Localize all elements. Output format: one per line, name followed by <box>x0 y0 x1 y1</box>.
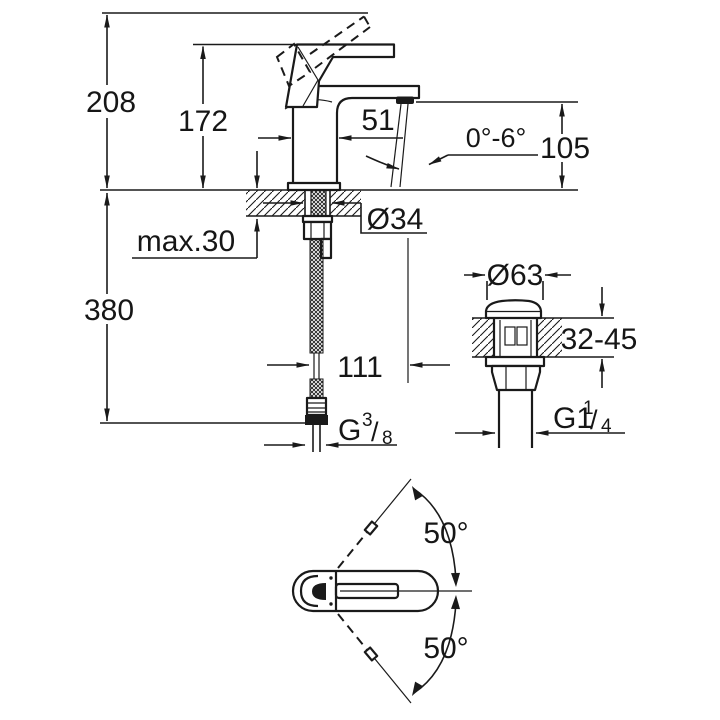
dimension-shank-diameter: Ø34 <box>263 200 427 236</box>
dim-stream-angle-label: 0°-6° <box>466 123 527 153</box>
waste-nut <box>490 364 542 392</box>
waste-thread-slash: / <box>590 405 598 435</box>
waste-thread-numerator: 1 <box>583 398 594 419</box>
waste-flange <box>484 355 546 368</box>
water-stream <box>390 103 409 188</box>
dimension-hose-length: 380 <box>84 192 134 422</box>
dim-deck-range-label: 32-45 <box>561 323 638 356</box>
swivel-position-upper <box>337 478 412 569</box>
supply-thread-prefix: G <box>338 414 361 447</box>
dim-cap-diameter-label: Ø63 <box>487 259 544 292</box>
lever-handle-raised-dashed <box>275 15 371 88</box>
waste-thread-prefix: G1 <box>553 402 593 435</box>
dimension-deck-range: 32-45 <box>561 287 638 388</box>
base-plate <box>286 181 342 192</box>
dim-lever-height-label: 172 <box>178 105 228 138</box>
dim-swivel-upper-label: 50° <box>423 517 468 550</box>
swivel-position-lower <box>337 613 412 704</box>
hose-upper-section <box>309 238 324 354</box>
lever-top-outline <box>334 582 400 600</box>
dim-spout-reach-label: 111 <box>337 351 383 384</box>
dim-body-depth-label: 51 <box>361 104 394 137</box>
dim-total-height-label: 208 <box>86 86 136 119</box>
waste-thread-denominator: 4 <box>601 416 612 437</box>
dim-hose-length-label: 380 <box>84 294 134 327</box>
lever-handle <box>284 43 396 109</box>
sink-deck-hatch-right <box>537 318 562 357</box>
hose-nut <box>305 415 328 425</box>
dimension-swivel-upper: 50° <box>412 486 469 587</box>
dimension-body-depth: 51 <box>258 104 403 141</box>
dim-shank-diameter-label: Ø34 <box>367 203 424 236</box>
supply-thread-denominator: 8 <box>382 428 393 449</box>
faucet-side-view <box>100 12 578 452</box>
supply-thread-slash: / <box>371 417 379 447</box>
waste-body <box>492 318 539 357</box>
waste-cap <box>484 299 543 320</box>
dimension-spout-height: 105 <box>540 103 590 189</box>
hose-lower-section <box>309 378 324 399</box>
dimension-spout-reach: 111 <box>267 351 450 384</box>
aerator <box>396 96 414 104</box>
dimension-total-height: 208 <box>86 14 136 189</box>
dim-spout-height-label: 105 <box>540 132 590 165</box>
faucet-outline-top <box>291 569 440 613</box>
dimension-swivel-lower: 50° <box>412 595 469 696</box>
threaded-shank <box>310 189 327 217</box>
sink-deck-hatch-left <box>472 318 494 357</box>
dimension-cap-diameter: Ø63 <box>464 259 571 300</box>
body-inner-arc <box>299 574 319 608</box>
dimension-waste-thread: G1 1 / 4 <box>455 398 625 437</box>
supply-hose <box>305 238 328 452</box>
supply-thread-numerator: 3 <box>362 410 373 431</box>
drain-waste-view: Ø63 32-45 G1 1 / 4 <box>455 259 637 448</box>
dim-max-deck-label: max.30 <box>137 225 235 258</box>
faucet-top-view: 50° 50° <box>291 478 472 704</box>
detail-dot-bottom <box>329 602 333 606</box>
dim-swivel-lower-label: 50° <box>423 632 468 665</box>
dimension-lever-height: 172 <box>178 46 228 189</box>
detail-dot-top <box>329 576 333 580</box>
dimension-max-deck-thickness: max.30 <box>132 151 260 259</box>
dimension-supply-thread: G 3 / 8 <box>264 410 397 449</box>
dimension-stream-angle: 0°-6° <box>365 123 538 170</box>
spout-opening <box>312 583 326 600</box>
mounting-nut <box>302 220 333 241</box>
